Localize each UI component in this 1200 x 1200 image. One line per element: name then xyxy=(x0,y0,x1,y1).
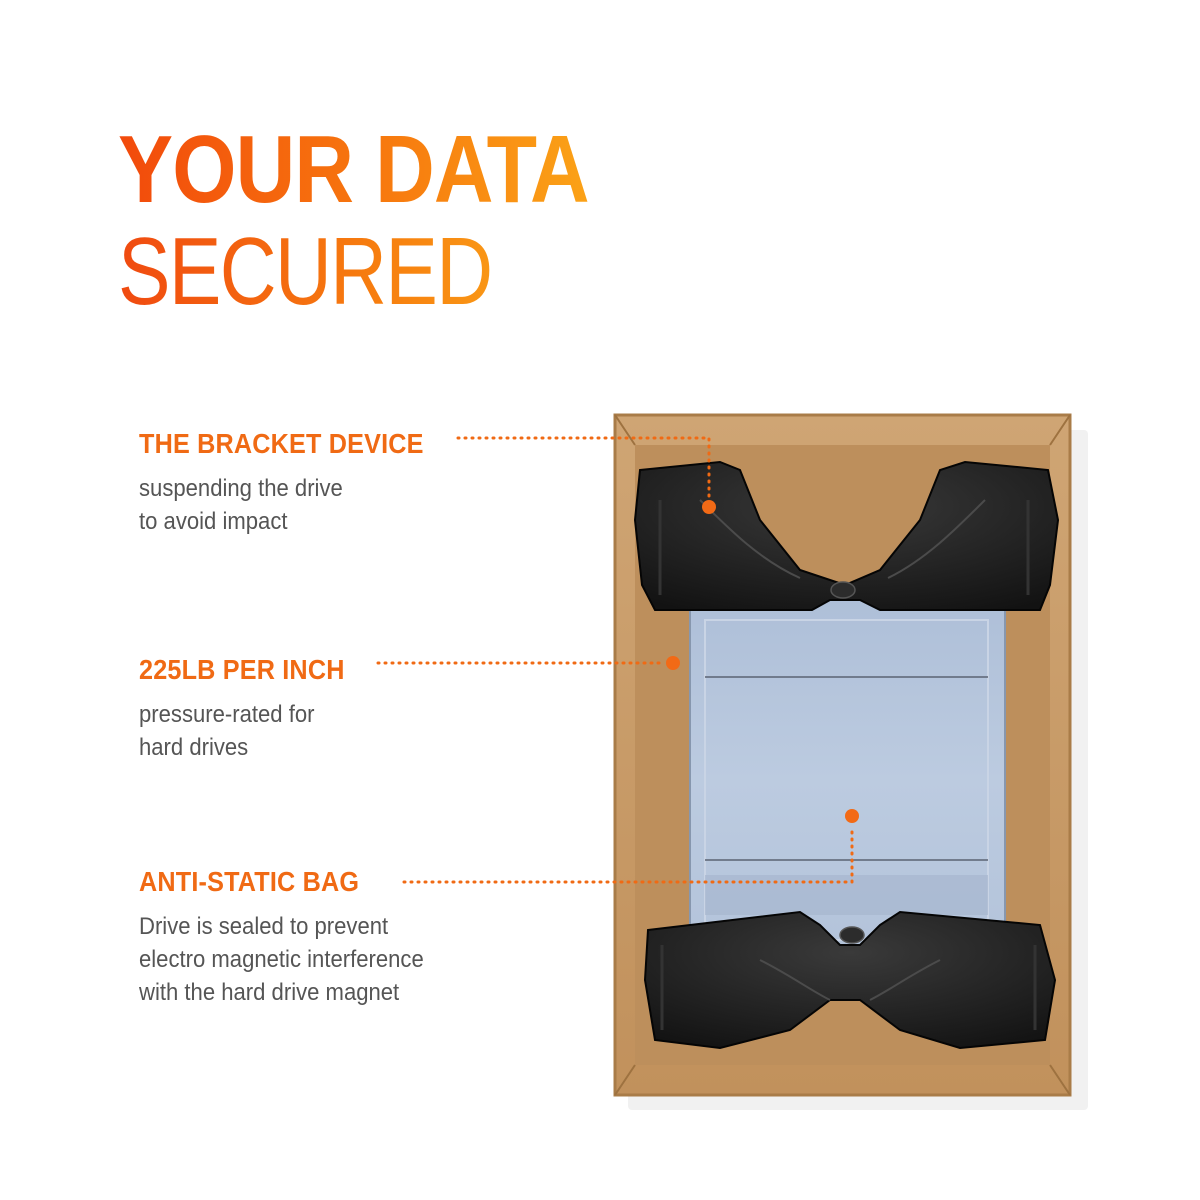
feature-description-line: Drive is sealed to prevent xyxy=(139,913,389,940)
feature-title: ANTI-STATIC BAG xyxy=(139,866,360,897)
feature-title: THE BRACKET DEVICE xyxy=(139,428,424,459)
feature-description-line: with the hard drive magnet xyxy=(139,979,400,1006)
top-bracket xyxy=(633,460,1060,611)
callout-leader-bag xyxy=(402,824,854,884)
headline-line-2: SECURED xyxy=(118,224,567,320)
feature-anti-static-bag: ANTI-STATIC BAG Drive is sealed to preve… xyxy=(139,866,449,1009)
hard-drive xyxy=(689,599,1006,961)
callout-dot-bracket xyxy=(702,500,716,514)
feature-pressure-rating: 225LB PER INCH pressure-rated for hard d… xyxy=(139,654,367,764)
feature-title: 225LB PER INCH xyxy=(139,654,345,685)
feature-description-line: suspending the drive xyxy=(139,475,343,502)
feature-description: Drive is sealed to prevent electro magne… xyxy=(139,910,424,1009)
feature-description: suspending the drive to avoid impact xyxy=(139,472,430,538)
callout-dot-bag xyxy=(845,809,859,823)
feature-description-line: pressure-rated for xyxy=(139,701,315,728)
feature-description: pressure-rated for hard drives xyxy=(139,698,349,764)
feature-description-line: hard drives xyxy=(139,734,249,761)
headline-line-1: YOUR DATA xyxy=(118,116,590,223)
headline: YOUR DATA SECURED xyxy=(118,122,665,320)
feature-description-line: electro magnetic interference xyxy=(139,946,424,973)
callout-dot-pressure xyxy=(666,656,680,670)
feature-bracket-device: THE BRACKET DEVICE suspending the drive … xyxy=(139,428,455,538)
feature-description-line: to avoid impact xyxy=(139,508,288,535)
bottom-bracket xyxy=(643,910,1057,1050)
callout-leader-bracket xyxy=(456,436,711,500)
